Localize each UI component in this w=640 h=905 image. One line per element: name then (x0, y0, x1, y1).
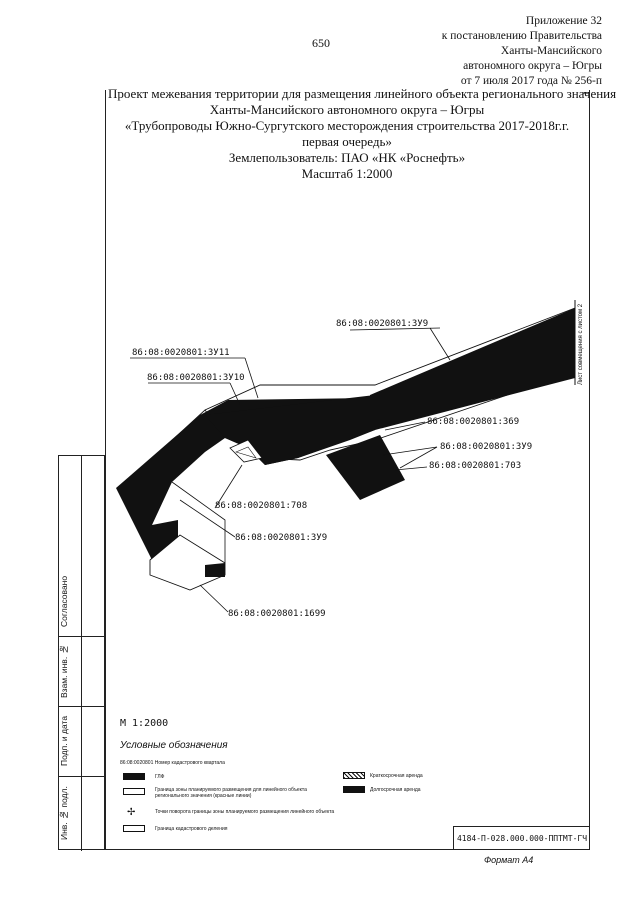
stamp-cell (59, 776, 106, 777)
leader-line (384, 421, 426, 431)
legend-swatch-boundary (123, 788, 145, 795)
stamp-label-agreed: Согласовано (59, 575, 69, 627)
document-code: 4184-П-028.000.000-ППТМТ-ГЧ (453, 826, 590, 849)
stamp-cell (59, 636, 106, 637)
legend-swatch-solid-long (343, 786, 365, 793)
appendix-block: Приложение 32 к постановлению Правительс… (342, 14, 602, 89)
leader-line (382, 446, 438, 456)
leader-line (179, 499, 236, 538)
parcel-south-dark (205, 563, 225, 577)
appendix-line: Ханты-Мансийского (500, 45, 602, 57)
parcel-small-inner (235, 446, 257, 459)
parcel-label: 86:08:0020801:3У9 (235, 533, 327, 543)
appendix-line: от 7 июля 2017 года № 256-п (460, 75, 602, 87)
parcel-label: 86:08:0020801:3У9 (336, 319, 428, 329)
leader-line (214, 464, 243, 509)
parcel-label: 86:08:0020801:703 (429, 461, 521, 471)
title-line: Масштаб 1:2000 (301, 166, 393, 181)
leader-line (349, 327, 441, 331)
stamp-label-original-inv: Инв. № подл. (59, 786, 69, 841)
parcel-label: 86:08:0020801:1699 (228, 609, 326, 619)
scale-note: М 1:2000 (120, 718, 169, 729)
leader-line (399, 446, 438, 469)
leader-line (394, 466, 428, 471)
leader-line (229, 382, 241, 406)
title-line: первая очередь» (302, 134, 392, 149)
stamp-label-sign-date: Подп. и дата (59, 715, 69, 767)
title-line: Землепользователь: ПАО «НК «Роснефть» (228, 150, 466, 165)
drawing-frame-bottom (105, 849, 590, 850)
legend-text: Краткосрочная аренда (370, 773, 423, 779)
legend-text: Граница кадастрового деления (155, 826, 228, 832)
stamp-divider (81, 456, 82, 851)
stamp-cell (59, 706, 106, 707)
document-code-text: 4184-П-028.000.000-ППТМТ-ГЧ (456, 833, 588, 843)
parcel-boundary (171, 481, 226, 563)
turn-point-icon: ✢ (127, 807, 136, 818)
parcel-label: 86:08:0020801:3У10 (147, 373, 245, 383)
leader-line (199, 584, 229, 613)
title-line: Ханты-Мансийского автономного округа – Ю… (209, 102, 485, 117)
legend-heading: Условные обозначения (120, 740, 228, 751)
corridor-south (152, 520, 178, 560)
parcel-label: 86:08:0020801:708 (215, 501, 307, 511)
legend-text: ГЛФ (155, 774, 165, 780)
legend-swatch-solid (123, 773, 145, 780)
title-line: «Трубопроводы Южно-Сургутского месторожд… (124, 118, 570, 133)
legend-swatch-hatched (343, 772, 365, 779)
appendix-line: автономного округа – Югры (463, 60, 602, 72)
sheet-format: Формат А4 (484, 855, 534, 865)
parcel-label: 86:08:0020801:3У11 (132, 348, 230, 358)
approval-stamp-column: Согласовано Взам. инв. № Подп. и дата Ин… (58, 455, 106, 851)
appendix-line: Приложение 32 (525, 15, 602, 27)
match-line-note: Лист совмещения с листом 2 (578, 303, 584, 385)
legend-text: Точки поворота границы зоны планируемого… (155, 809, 335, 815)
parcel-label: 86:08:0020801:3У9 (440, 442, 532, 452)
leader-line (429, 327, 451, 361)
title-line: Проект межевания территории для размещен… (108, 86, 617, 101)
parcel-east-dark (326, 435, 405, 500)
page-number: 650 (312, 36, 330, 50)
leader-line (244, 357, 259, 399)
stamp-label-replaced-inv: Взам. инв. № (59, 644, 69, 698)
parcel-label: 86:08:0020801:369 (427, 417, 519, 427)
legend-text: Граница зоны планируемого размещения для… (155, 787, 307, 799)
legend-swatch-cadastral (123, 825, 145, 832)
drawing-frame (105, 90, 590, 850)
legend-sample-label: 86:08:0020801 Номер кадастрового квартал… (120, 760, 225, 766)
appendix-line: к постановлению Правительства (441, 30, 602, 42)
legend-text: Долгосрочная аренда (370, 787, 421, 793)
title-block: Проект межевания территории для размещен… (108, 86, 617, 182)
